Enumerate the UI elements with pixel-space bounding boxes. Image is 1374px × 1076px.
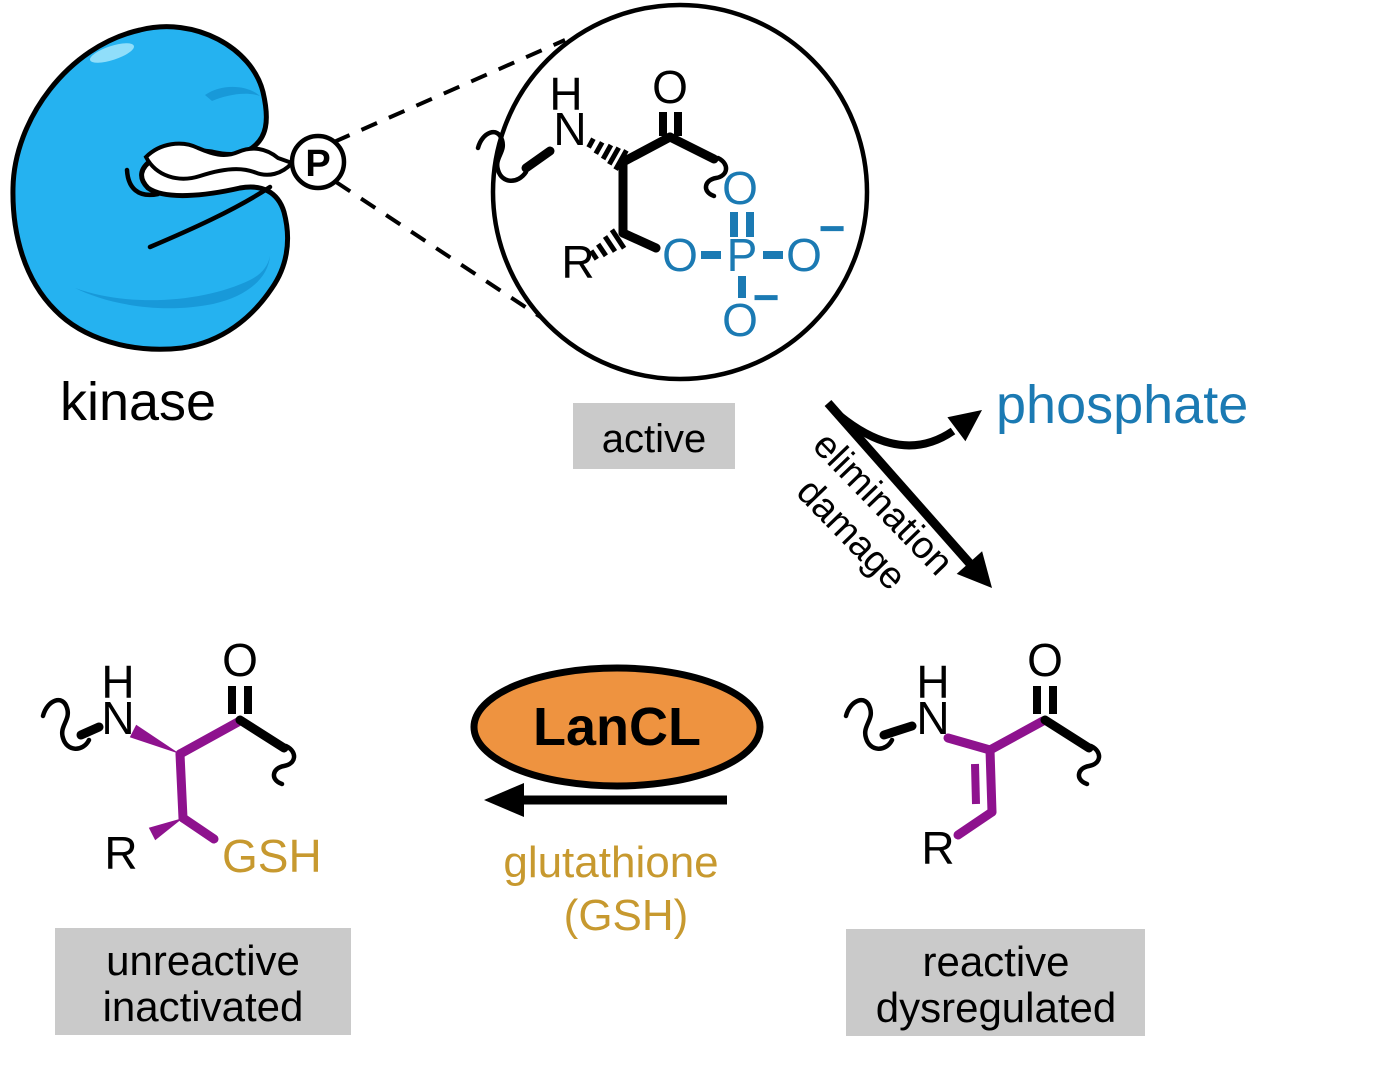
lancl-enzyme-ellipse xyxy=(470,664,764,790)
phosphate-release-head xyxy=(947,410,982,442)
glutathione-label-line1: glutathione xyxy=(503,838,718,887)
adduct-bond-carbonyl-right xyxy=(235,715,289,753)
charge-minus-right: − xyxy=(819,202,846,254)
reverse-arrow-head xyxy=(484,783,524,817)
lancl-enzyme: LanCL xyxy=(470,664,764,790)
active-badge: active xyxy=(573,403,735,469)
phospho-serine-structure: H N O R xyxy=(475,61,845,346)
magnifier-circle-group: H N O R xyxy=(475,2,870,382)
kinase-cleft-hook-line xyxy=(124,167,161,198)
dashed-callout-line-bottom xyxy=(334,180,550,324)
phosphate-release-curve xyxy=(837,412,956,450)
reactive-bond-squiggle-n xyxy=(879,721,917,740)
bond-squiggle-n xyxy=(521,146,555,173)
bond-alpha-carbonyl xyxy=(618,132,675,167)
atom-p: P xyxy=(727,229,758,281)
adduct-atom-n: N xyxy=(101,692,134,744)
reactive-badge: reactive dysregulated xyxy=(846,929,1145,1036)
adduct-gsh-label: GSH xyxy=(222,830,322,882)
reactive-atom-n: N xyxy=(916,692,949,744)
adduct-squiggle-left xyxy=(40,697,92,751)
atom-top-o: O xyxy=(722,162,758,214)
adduct-wedge-beta-r xyxy=(148,818,183,841)
reactive-atom-h: H xyxy=(916,656,949,708)
adduct-squiggle-right xyxy=(271,743,297,787)
kinase-shade-top xyxy=(205,86,260,101)
reactive-bond-carbonyl-right xyxy=(1040,715,1094,753)
elimination-arrow xyxy=(824,400,992,588)
atom-ester-o: O xyxy=(662,229,698,281)
reactive-double-bond-second xyxy=(971,763,980,805)
dashed-callout-line-top xyxy=(333,38,566,144)
unreactive-badge-line1: unreactive xyxy=(106,937,300,984)
kinase-protein: P kinase xyxy=(10,24,347,432)
reactive-atom-r: R xyxy=(921,822,954,874)
glutathione-label-line2: (GSH) xyxy=(564,891,689,940)
reactive-badge-box xyxy=(846,929,1145,1036)
active-badge-box xyxy=(573,403,735,469)
reactive-double-bond-main xyxy=(985,745,997,817)
adduct-bond-beta-gsh xyxy=(178,813,219,844)
backbone-squiggle-right xyxy=(703,155,729,199)
reactive-badge-line2: dysregulated xyxy=(876,984,1117,1031)
atom-bottom-o: O xyxy=(722,294,758,346)
phosphate-release-arrow xyxy=(837,410,982,450)
reactive-squiggle-left xyxy=(843,697,895,751)
adduct-bond-alpha-beta xyxy=(175,749,188,823)
reactive-structure: H N O R xyxy=(843,634,1102,874)
phosphate-group: O P O O − O − xyxy=(662,162,845,346)
hashed-wedge-beta-r xyxy=(589,228,627,261)
kinase-cleft-inner-line xyxy=(147,184,273,250)
bond-beta-ester-o xyxy=(618,228,661,253)
reverse-reaction-arrow xyxy=(484,783,727,817)
elimination-arrow-shaft xyxy=(824,400,976,569)
phosphorus-badge-circle xyxy=(289,133,347,191)
atom-carbonyl-o: O xyxy=(652,61,688,113)
active-badge-label: active xyxy=(602,417,707,461)
kinase-highlight xyxy=(90,43,134,63)
gsh-adduct-structure: H N O R GSH xyxy=(40,634,322,882)
atom-h: H xyxy=(549,68,582,120)
adduct-wedge-n-alpha xyxy=(129,724,180,754)
phosphorus-badge-label: P xyxy=(305,143,330,185)
unreactive-badge: unreactive inactivated xyxy=(55,928,351,1035)
reactive-bond-alpha-carbonyl xyxy=(985,716,1048,755)
glutathione-label: glutathione (GSH) xyxy=(503,838,718,940)
atom-right-o: O xyxy=(786,229,822,281)
adduct-bond-alpha-carbonyl xyxy=(175,717,243,759)
adduct-atom-o: O xyxy=(222,634,258,686)
adduct-atom-r: R xyxy=(104,827,137,879)
unreactive-badge-line2: inactivated xyxy=(103,983,304,1030)
reactive-squiggle-right xyxy=(1076,743,1102,787)
kinase-shade-bottom xyxy=(75,256,270,309)
atom-r: R xyxy=(561,236,594,288)
backbone-squiggle-left xyxy=(475,129,529,183)
kinase-label: kinase xyxy=(60,372,216,432)
adduct-bond-squiggle-n xyxy=(76,722,104,740)
atom-n: N xyxy=(553,103,586,155)
magnifier-circle xyxy=(490,2,870,382)
phosphate-label: phosphate xyxy=(996,375,1248,435)
lancl-label: LanCL xyxy=(533,697,701,757)
reactive-bond-n-alpha xyxy=(943,733,995,755)
reactive-badge-line1: reactive xyxy=(922,938,1069,985)
reactive-atom-o: O xyxy=(1027,634,1063,686)
unreactive-badge-box xyxy=(55,928,351,1035)
adduct-atom-h: H xyxy=(101,656,134,708)
charge-minus-bottom: − xyxy=(753,271,780,323)
elimination-arrow-head xyxy=(956,551,992,588)
reactive-bond-beta-r xyxy=(953,807,997,840)
bond-carbonyl-right xyxy=(665,132,719,164)
